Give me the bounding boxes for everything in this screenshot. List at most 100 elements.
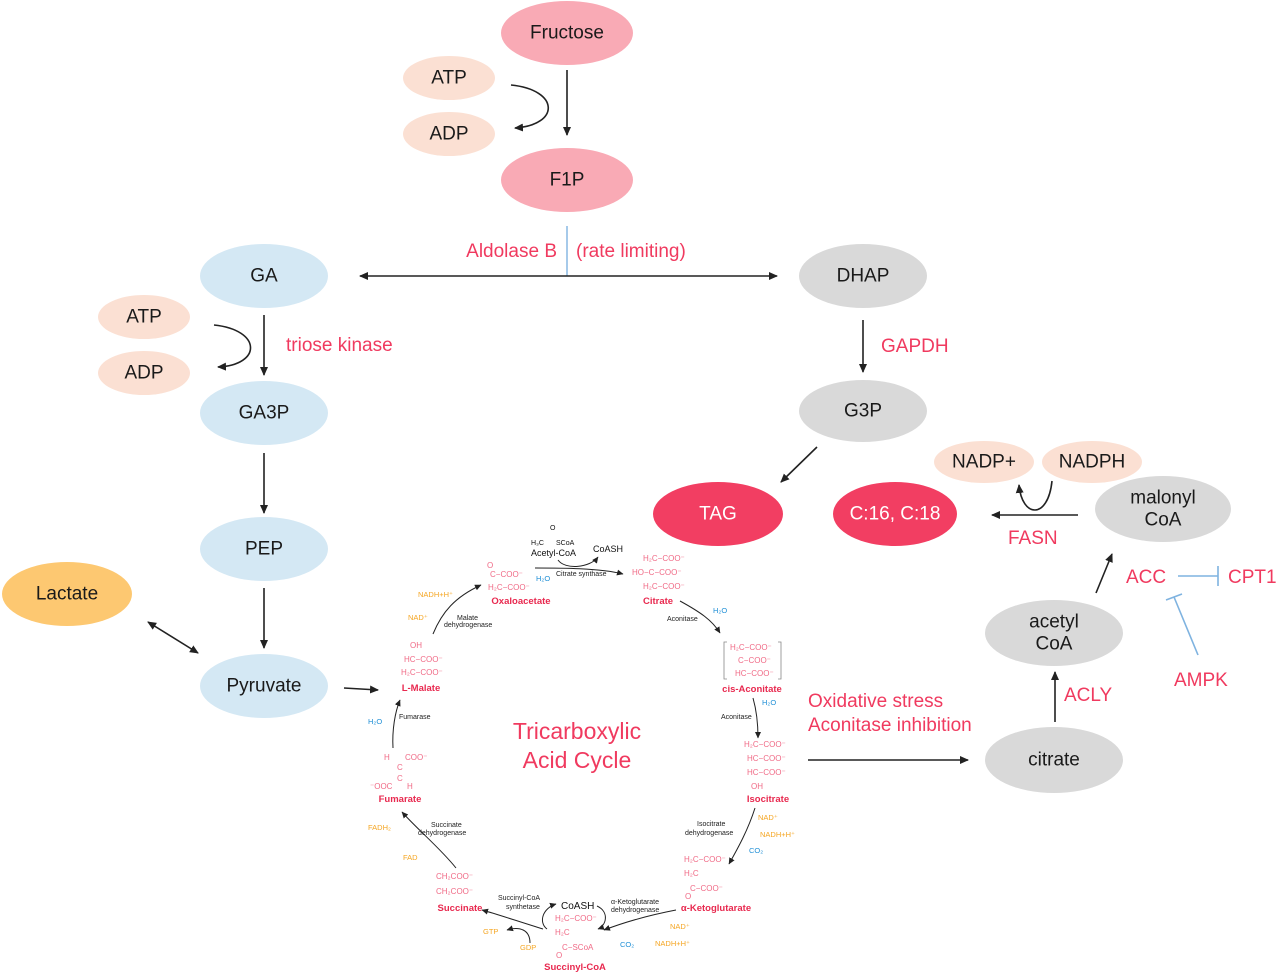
node-pyruvate-label: Pyruvate <box>227 676 302 697</box>
node-malonyl-coa-label-2: CoA <box>1145 510 1182 531</box>
node-g3p-label: G3P <box>844 401 882 422</box>
fumarate-struct-c2: C <box>397 774 403 783</box>
tca-citrate: Citrate <box>643 596 673 607</box>
node-adp-left: ADP <box>98 351 190 395</box>
cis-aconitate-struct-1: H₂C−COO⁻ <box>730 643 772 652</box>
node-pyruvate: Pyruvate <box>200 654 328 718</box>
node-dhap: DHAP <box>799 244 927 308</box>
node-citrate: citrate <box>985 727 1123 793</box>
tca-h2o-2: H₂O <box>713 606 727 615</box>
succinate-struct-2: CH₂COO⁻ <box>436 887 473 896</box>
akg-struct-1: H₂C−COO⁻ <box>684 855 726 864</box>
gdp-gtp-arrow <box>506 925 531 944</box>
node-acetyl-coa-label-2: CoA <box>1036 634 1073 655</box>
succinate-struct-1: CH₂COO⁻ <box>436 872 473 881</box>
tca-alpha-ketoglutarate: α-Ketoglutarate <box>681 903 751 914</box>
tca-co2-1: CO₂ <box>749 846 763 855</box>
coash-out-arrow <box>541 902 557 930</box>
node-nadph: NADPH <box>1042 441 1142 483</box>
tca-gtp: GTP <box>483 927 498 936</box>
tca-enzyme-sdh-2: dehydrogenase <box>418 830 466 837</box>
tca-enzyme-citrate-synthase: Citrate synthase <box>556 571 607 578</box>
node-ga-label: GA <box>250 266 278 287</box>
node-ga3p-label: GA3P <box>239 403 290 424</box>
nadph-to-nadp-arrow <box>1015 480 1053 511</box>
tca-enzyme-scs-1: Succinyl-CoA <box>498 895 540 902</box>
tca-h2o-4: H₂O <box>368 717 382 726</box>
malate-struct-3: H₂C−COO⁻ <box>401 668 443 677</box>
tca-succinate: Succinate <box>438 903 483 914</box>
tca-nad-1: NAD⁺ <box>758 813 778 822</box>
tca-gdp: GDP <box>520 943 536 952</box>
enzyme-rate-limiting-note: (rate limiting) <box>576 241 686 262</box>
coash-in-arrow <box>596 905 606 930</box>
tca-enzyme-scs-2: synthetase <box>506 904 540 911</box>
node-atp-top: ATP <box>403 56 495 100</box>
node-citrate-label: citrate <box>1028 750 1080 771</box>
node-malonyl-coa: malonyl CoA <box>1095 476 1231 542</box>
tca-l-malate: L-Malate <box>402 683 441 694</box>
citrate-struct-2: HO−C−COO⁻ <box>632 568 682 577</box>
enzyme-gapdh: GAPDH <box>881 336 949 357</box>
succinyl-coa-struct-4: O <box>556 951 562 960</box>
tca-title-line-2: Acid Cycle <box>523 747 632 773</box>
acetyl-coa-struct-h3c: H₃C <box>531 540 544 547</box>
note-aconitase-inhibition: Aconitase inhibition <box>808 715 972 736</box>
ampk-inhibits-acc-line <box>1173 596 1199 656</box>
succinyl-coa-struct-2: H₂C <box>555 928 570 937</box>
tca-co2-2: CO₂ <box>620 940 634 949</box>
akg-struct-3: C−COO⁻ <box>690 884 723 893</box>
aconitase-1-arrow <box>679 600 721 634</box>
tca-fadh2: FADH₂ <box>368 823 391 832</box>
tca-enzyme-isocitrate-dh-1: Isocitrate <box>697 821 726 828</box>
tca-enzyme-sdh-1: Succinate <box>431 822 462 829</box>
enzyme-fasn: FASN <box>1008 528 1058 549</box>
note-oxidative-stress: Oxidative stress <box>808 691 943 712</box>
tca-enzyme-mdh-1: Malate <box>457 615 478 622</box>
cis-aconitate-brackets <box>723 641 782 680</box>
malate-dh-arrow <box>432 584 482 635</box>
node-dhap-label: DHAP <box>837 266 890 287</box>
node-atp-left: ATP <box>98 295 190 339</box>
fumarate-struct-coo: COO⁻ <box>405 753 427 762</box>
node-g3p: G3P <box>799 380 927 442</box>
acetyl-coa-struct-o: O <box>550 525 556 532</box>
enzyme-acly: ACLY <box>1064 685 1113 706</box>
malate-struct-1: OH <box>410 641 422 650</box>
atp-to-adp-arrow-top <box>510 84 550 132</box>
citrate-struct-1: H₂C−COO⁻ <box>643 554 685 563</box>
enzyme-acc: ACC <box>1126 567 1166 588</box>
tca-nad-2: NAD⁺ <box>408 613 428 622</box>
node-atp-top-label: ATP <box>431 68 467 89</box>
tca-nad-3: NAD⁺ <box>670 922 690 931</box>
tca-nadh-3: NADH+H⁺ <box>655 939 690 948</box>
fumarate-struct-h1: H <box>384 753 390 762</box>
tca-enzyme-isocitrate-dh-2: dehydrogenase <box>685 830 733 837</box>
tca-nadh-1: NADH+H⁺ <box>760 830 795 839</box>
isocitrate-struct-3: HC−COO⁻ <box>747 768 786 777</box>
fumarate-struct-c1: C <box>397 763 403 772</box>
node-ga3p: GA3P <box>200 381 328 445</box>
tca-h2o-1: H₂O <box>536 574 550 583</box>
node-nadph-label: NADPH <box>1059 452 1126 473</box>
tca-coash-top: CoASH <box>593 544 623 554</box>
node-acetyl-coa-label-1: acetyl <box>1029 612 1079 633</box>
fumarase-arrow <box>392 699 401 749</box>
tca-cycle: Tricarboxylic Acid Cycle O H₃C SCoA Acet… <box>368 525 795 973</box>
node-tag-label: TAG <box>699 504 737 525</box>
node-malonyl-coa-label-1: malonyl <box>1130 488 1195 509</box>
tca-title-line-1: Tricarboxylic <box>513 718 641 744</box>
succinyl-coa-struct-1: H₂C−COO⁻ <box>555 914 597 923</box>
atp-to-adp-arrow-left <box>213 324 252 371</box>
tca-fumarate: Fumarate <box>379 794 422 805</box>
node-fructose-label: Fructose <box>530 23 604 44</box>
tca-enzyme-akg-dh-1: α-Ketoglutarate <box>611 899 659 906</box>
node-tag: TAG <box>653 482 783 546</box>
tca-acetyl-coa: Acetyl-CoA <box>531 548 576 558</box>
acetyl-to-malonyl-arrow <box>1095 553 1113 594</box>
isocitrate-struct-2: HC−COO⁻ <box>747 754 786 763</box>
node-f1p-label: F1P <box>550 170 585 191</box>
node-adp-top: ADP <box>403 112 495 156</box>
cis-aconitate-struct-2: C−COO⁻ <box>738 656 771 665</box>
